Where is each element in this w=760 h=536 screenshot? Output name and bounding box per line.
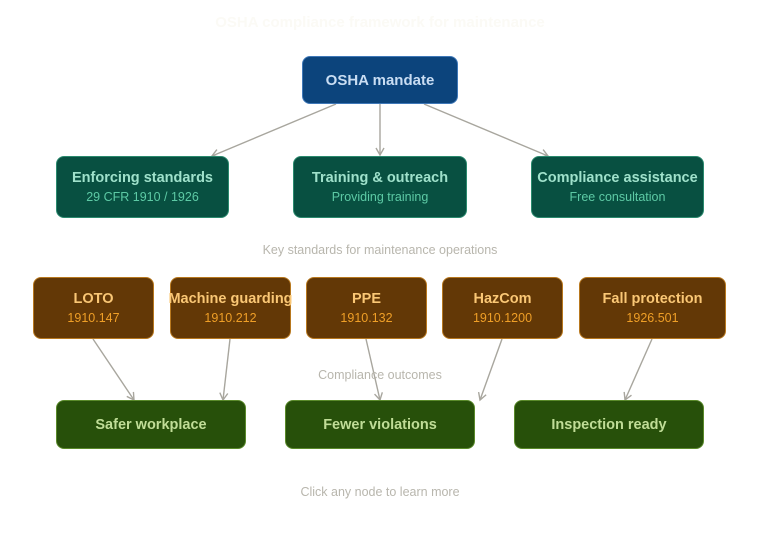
node-name: OSHA mandate bbox=[325, 71, 435, 89]
node-name: Fewer violations bbox=[323, 416, 437, 433]
node-ppe[interactable]: PPE 1910.132 bbox=[306, 277, 427, 339]
node-name: Compliance assistance bbox=[537, 170, 698, 186]
node-subtitle: 1910.212 bbox=[204, 311, 257, 325]
node-name: HazCom bbox=[473, 291, 532, 307]
node-loto[interactable]: LOTO 1910.147 bbox=[33, 277, 154, 339]
node-subtitle: 1910.132 bbox=[340, 311, 393, 325]
section-label-standards: Key standards for maintenance operations bbox=[262, 243, 498, 257]
node-osha-mandate[interactable]: OSHA mandate bbox=[302, 56, 458, 104]
footer-hint: Click any node to learn more bbox=[300, 485, 460, 499]
node-name: Machine guarding bbox=[168, 291, 293, 307]
node-name: Enforcing standards bbox=[72, 170, 213, 186]
node-hazcom[interactable]: HazCom 1910.1200 bbox=[442, 277, 563, 339]
node-name: PPE bbox=[351, 291, 381, 307]
node-name: Training & outreach bbox=[311, 170, 449, 186]
node-subtitle: 29 CFR 1910 / 1926 bbox=[86, 190, 199, 204]
diagram-title: OSHA compliance framework for maintenanc… bbox=[215, 14, 545, 31]
node-inspection-ready[interactable]: Inspection ready bbox=[514, 400, 704, 449]
node-name: Inspection ready bbox=[551, 416, 667, 433]
node-training-outreach[interactable]: Training & outreach Providing training bbox=[293, 156, 467, 218]
node-fall-protection[interactable]: Fall protection 1926.501 bbox=[579, 277, 726, 339]
node-compliance-assistance[interactable]: Compliance assistance Free consultation bbox=[531, 156, 704, 218]
node-name: LOTO bbox=[73, 291, 114, 307]
node-safer-workplace[interactable]: Safer workplace bbox=[56, 400, 246, 449]
node-machine-guarding[interactable]: Machine guarding 1910.212 bbox=[168, 277, 293, 339]
node-subtitle: 1910.1200 bbox=[472, 311, 533, 325]
node-name: Safer workplace bbox=[95, 416, 207, 433]
node-enforcing-standards[interactable]: Enforcing standards 29 CFR 1910 / 1926 bbox=[56, 156, 229, 218]
section-label-outcomes: Compliance outcomes bbox=[318, 368, 442, 382]
node-subtitle: 1926.501 bbox=[626, 311, 679, 325]
edge-mandate-assistance bbox=[423, 103, 550, 158]
node-fewer-violations[interactable]: Fewer violations bbox=[285, 400, 475, 449]
edge-mandate-enforcing bbox=[210, 103, 337, 158]
node-subtitle: Providing training bbox=[331, 190, 429, 204]
node-subtitle: 1910.147 bbox=[67, 311, 120, 325]
node-name: Fall protection bbox=[602, 291, 703, 307]
node-subtitle: Free consultation bbox=[569, 190, 666, 204]
